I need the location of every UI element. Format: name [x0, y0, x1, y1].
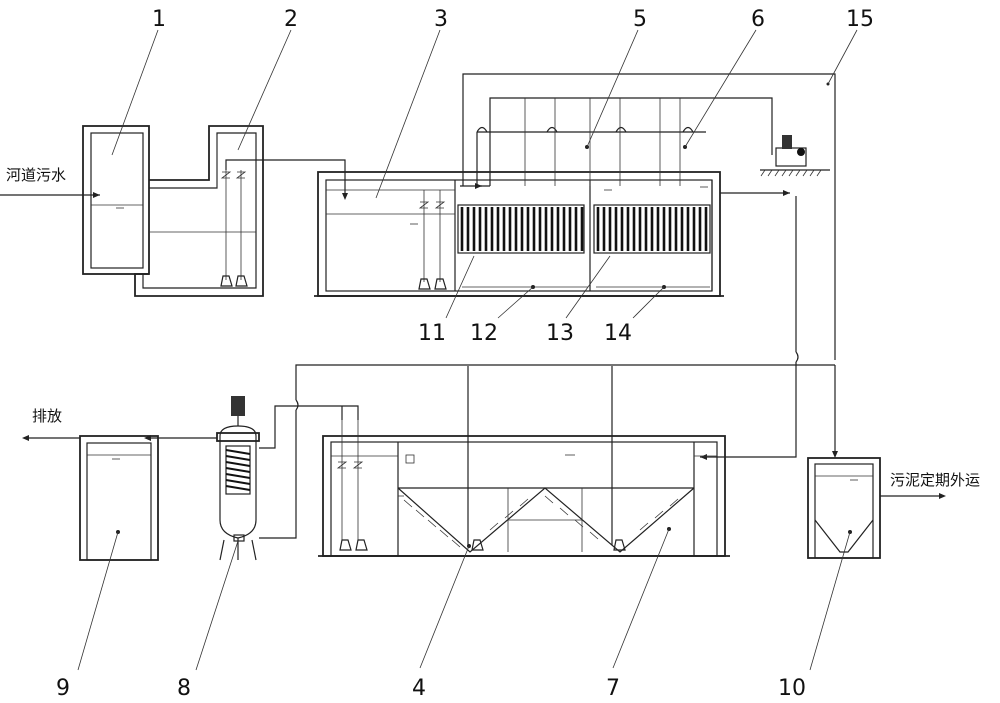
- callout-12: 12: [470, 321, 498, 346]
- callout-11: 11: [418, 321, 446, 346]
- tank-2-lift: [134, 125, 264, 297]
- callout-14: 14: [604, 321, 632, 346]
- callout-7: 7: [606, 676, 620, 701]
- tank-4-7-settler: [318, 366, 730, 557]
- discharge-label: 排放: [32, 407, 62, 425]
- membrane-module-13: [593, 204, 711, 254]
- callout-8: 8: [177, 676, 191, 701]
- tank-1-inflow: [82, 125, 150, 275]
- leader-lines: [77, 29, 858, 671]
- blower-15: [760, 82, 830, 177]
- callout-9: 9: [56, 676, 70, 701]
- callout-13: 13: [546, 321, 574, 346]
- bottom-pipes: [22, 300, 946, 539]
- callout-2: 2: [284, 7, 298, 32]
- permeate-header: [462, 73, 836, 300]
- tank-10-sludge: [807, 457, 881, 559]
- callout-3: 3: [434, 7, 448, 32]
- callout-10: 10: [778, 676, 806, 701]
- callout-5: 5: [633, 7, 647, 32]
- tank-9-discharge: [79, 435, 159, 561]
- callout-15: 15: [846, 7, 874, 32]
- callout-4: 4: [412, 676, 426, 701]
- inflow-label: 河道污水: [6, 166, 66, 184]
- top-pipes: [0, 159, 799, 460]
- filter-8: [216, 396, 260, 561]
- callout-6: 6: [751, 7, 765, 32]
- membrane-module-11: [457, 204, 585, 254]
- sludge-out-label: 污泥定期外运: [890, 471, 980, 489]
- callout-1: 1: [152, 7, 166, 32]
- tank-3-mbr-train: [314, 171, 724, 297]
